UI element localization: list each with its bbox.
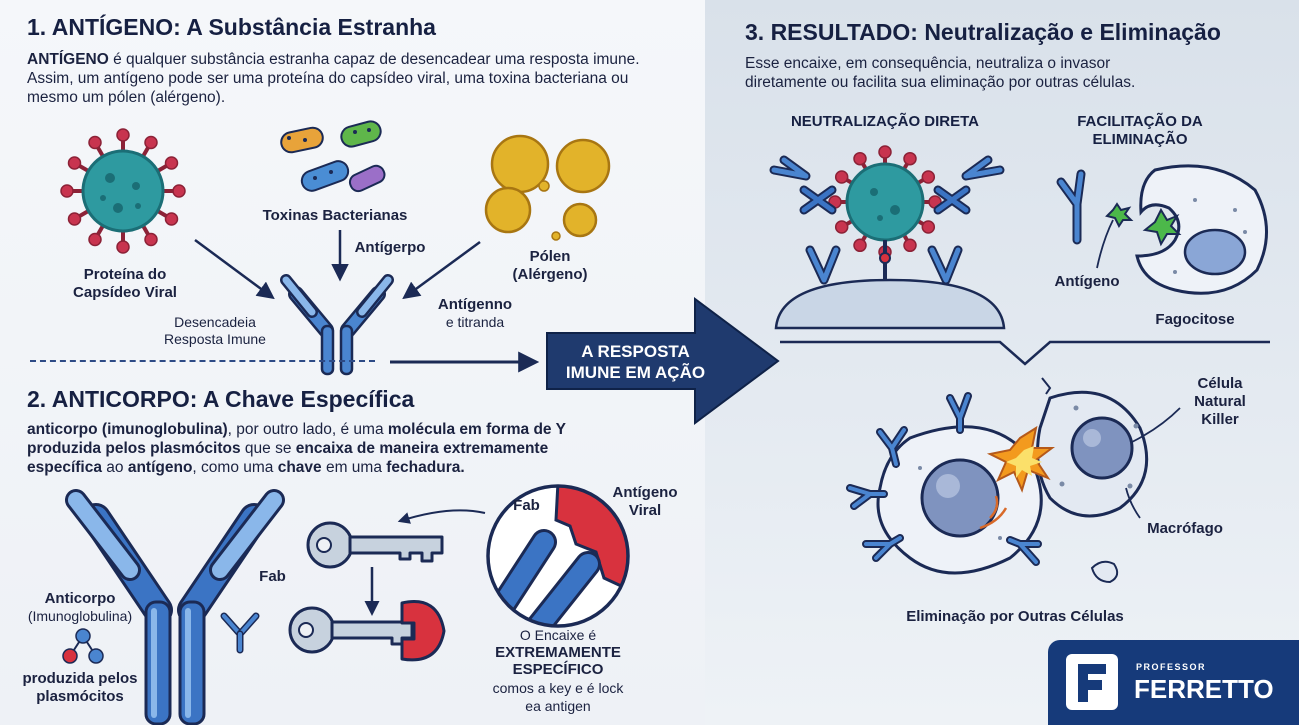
section2-description: anticorpo (imunoglobulina), por outro la… (27, 421, 566, 476)
nk-cell-label-3: Killer (1201, 411, 1239, 428)
bracket-divider (780, 340, 1270, 366)
logo-professor-text: PROFESSOR (1136, 662, 1207, 672)
antibody-mini-icon (220, 612, 260, 654)
trigger-label-1: Desencadeia (174, 314, 256, 330)
section2-title: 2. ANTICORPO: A Chave Específica (27, 386, 415, 412)
key-flow-arrows (364, 509, 486, 616)
logo-f-icon (1066, 654, 1118, 710)
bacteria-label: Toxinas Bacterianas (262, 207, 408, 224)
fit-label-5: ea antigen (525, 698, 591, 714)
trigger-label-2: Resposta Imune (164, 331, 266, 347)
convergence-arrows (194, 230, 540, 373)
facilitation-label-1: FACILITAÇÃO DA (1077, 113, 1203, 130)
pollen-label-1: Pólen (529, 248, 571, 265)
viral-antigen-label-2: Viral (628, 502, 662, 519)
plasma-label-1: produzida pelos (22, 670, 138, 687)
antigenno-label-1: Antígenno (437, 296, 513, 313)
molecule-icon (62, 628, 104, 664)
antibody-label-2: (Imunoglobulina) (27, 608, 133, 624)
right-panel (705, 0, 1299, 725)
direct-neutralization-label: NEUTRALIZAÇÃO DIRETA (790, 113, 980, 130)
section1-description: ANTÍGENO é qualquer substância estranha … (27, 51, 640, 106)
fit-label-2: EXTREMAMENTE (495, 644, 621, 661)
capsid-label-2: Capsídeo Viral (73, 284, 177, 301)
plasma-label-2: plasmócitos (36, 688, 124, 705)
ferretto-logo: PROFESSOR FERRETTO (1048, 640, 1299, 725)
fit-label-3: ESPECÍFICO (512, 661, 604, 678)
pollen-label-2: (Alérgeno) (512, 266, 588, 283)
antibody-small-icon (280, 274, 394, 376)
fit-label-1: O Encaixe é (519, 627, 597, 643)
pollen-icon (484, 134, 611, 241)
viral-antigen-label-1: Antígeno (612, 484, 678, 501)
key-top-icon (306, 521, 444, 569)
section1-title: 1. ANTÍGENO: A Substância Estranha (27, 14, 436, 40)
facilitation-label-2: ELIMINAÇÃO (1092, 131, 1188, 148)
antigen-label: Antígeno (1054, 273, 1120, 290)
fab-circle-label: Fab (513, 497, 540, 514)
capsid-label-1: Proteína do (83, 266, 167, 283)
section3-description: Esse encaixe, em consequência, neutraliz… (745, 55, 1136, 91)
phagocytosis-scene (1056, 164, 1268, 295)
phagocytosis-label: Fagocitose (1155, 311, 1235, 328)
fit-zoom-circle (486, 484, 630, 628)
section3-title: 3. RESULTADO: Neutralização e Eliminação (745, 19, 1221, 45)
elimination-label: Eliminação por Outras Células (906, 608, 1124, 625)
antigenno-label-2: e titranda (445, 314, 505, 330)
virus-icon (60, 128, 186, 254)
antibody-large-icon (65, 489, 285, 725)
logo-ferretto-text: FERRETTO (1134, 674, 1274, 704)
direct-neutralization-scene (769, 145, 1006, 330)
antigerpo-label: Antígerpo (354, 239, 426, 256)
macrophage-label: Macrófago (1147, 520, 1223, 537)
bacteria-icon (280, 120, 386, 193)
response-arrow (546, 297, 780, 425)
fit-label-4: comos a key e é lock (492, 680, 624, 696)
nk-cell-label-2: Natural (1194, 393, 1246, 410)
antibody-label-1: Anticorpo (44, 590, 116, 607)
elimination-scene (846, 377, 1181, 584)
key-bottom-icon (288, 606, 414, 654)
fab-label-left: Fab (259, 568, 286, 585)
section-divider (30, 360, 375, 362)
lock-icon (400, 600, 446, 662)
nk-cell-label-1: Célula (1197, 375, 1243, 392)
